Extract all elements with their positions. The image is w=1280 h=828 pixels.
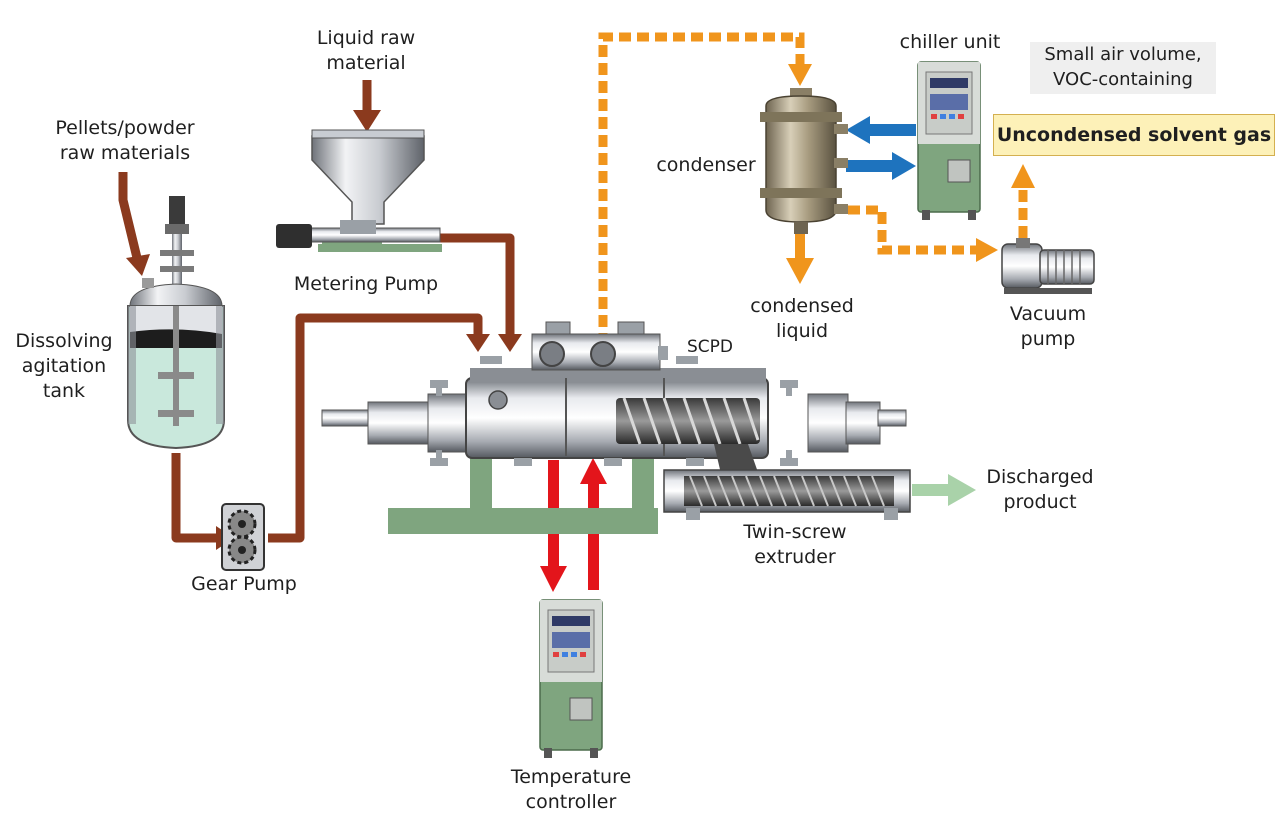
solvent-vapor-lines bbox=[598, 32, 1028, 345]
chiller-unit bbox=[917, 61, 981, 220]
pellets-feed-arrow bbox=[118, 172, 143, 264]
scpd-label: SCPD bbox=[686, 337, 733, 357]
metering-pump-to-scpd-line bbox=[440, 233, 515, 338]
gear-pump bbox=[221, 503, 265, 571]
uncondensed-solvent-gas-box: Uncondensed solvent gas bbox=[993, 114, 1275, 156]
gear-pump-label: Gear Pump bbox=[191, 573, 297, 595]
raw-material-lines bbox=[118, 80, 515, 543]
condenser bbox=[760, 88, 848, 234]
metering-pump-label: Metering Pump bbox=[293, 273, 439, 295]
tank-to-gear-pump-line bbox=[171, 453, 218, 543]
gear-pump-to-scpd-line bbox=[268, 313, 483, 543]
scpd-to-condenser-vapor-line bbox=[598, 32, 805, 345]
solvent-arrowheads bbox=[786, 64, 1035, 284]
coolant-arrows bbox=[846, 116, 916, 180]
product-arrow bbox=[912, 474, 976, 506]
metering-pump bbox=[276, 129, 442, 252]
dissolving-tank bbox=[127, 196, 225, 450]
vacuum-pump bbox=[1001, 238, 1095, 294]
twin-screw-extruder bbox=[663, 469, 911, 520]
chiller-unit-label: chiller unit bbox=[899, 31, 1001, 53]
raw-material-arrowheads bbox=[126, 110, 522, 550]
scpd-unit bbox=[321, 321, 907, 534]
small-air-volume-note: Small air volume,VOC-containing bbox=[1030, 42, 1216, 94]
condenser-to-vacuum-pump-line bbox=[848, 205, 980, 255]
condenser-label: condenser bbox=[656, 154, 756, 176]
temperature-controller-unit bbox=[539, 599, 603, 758]
